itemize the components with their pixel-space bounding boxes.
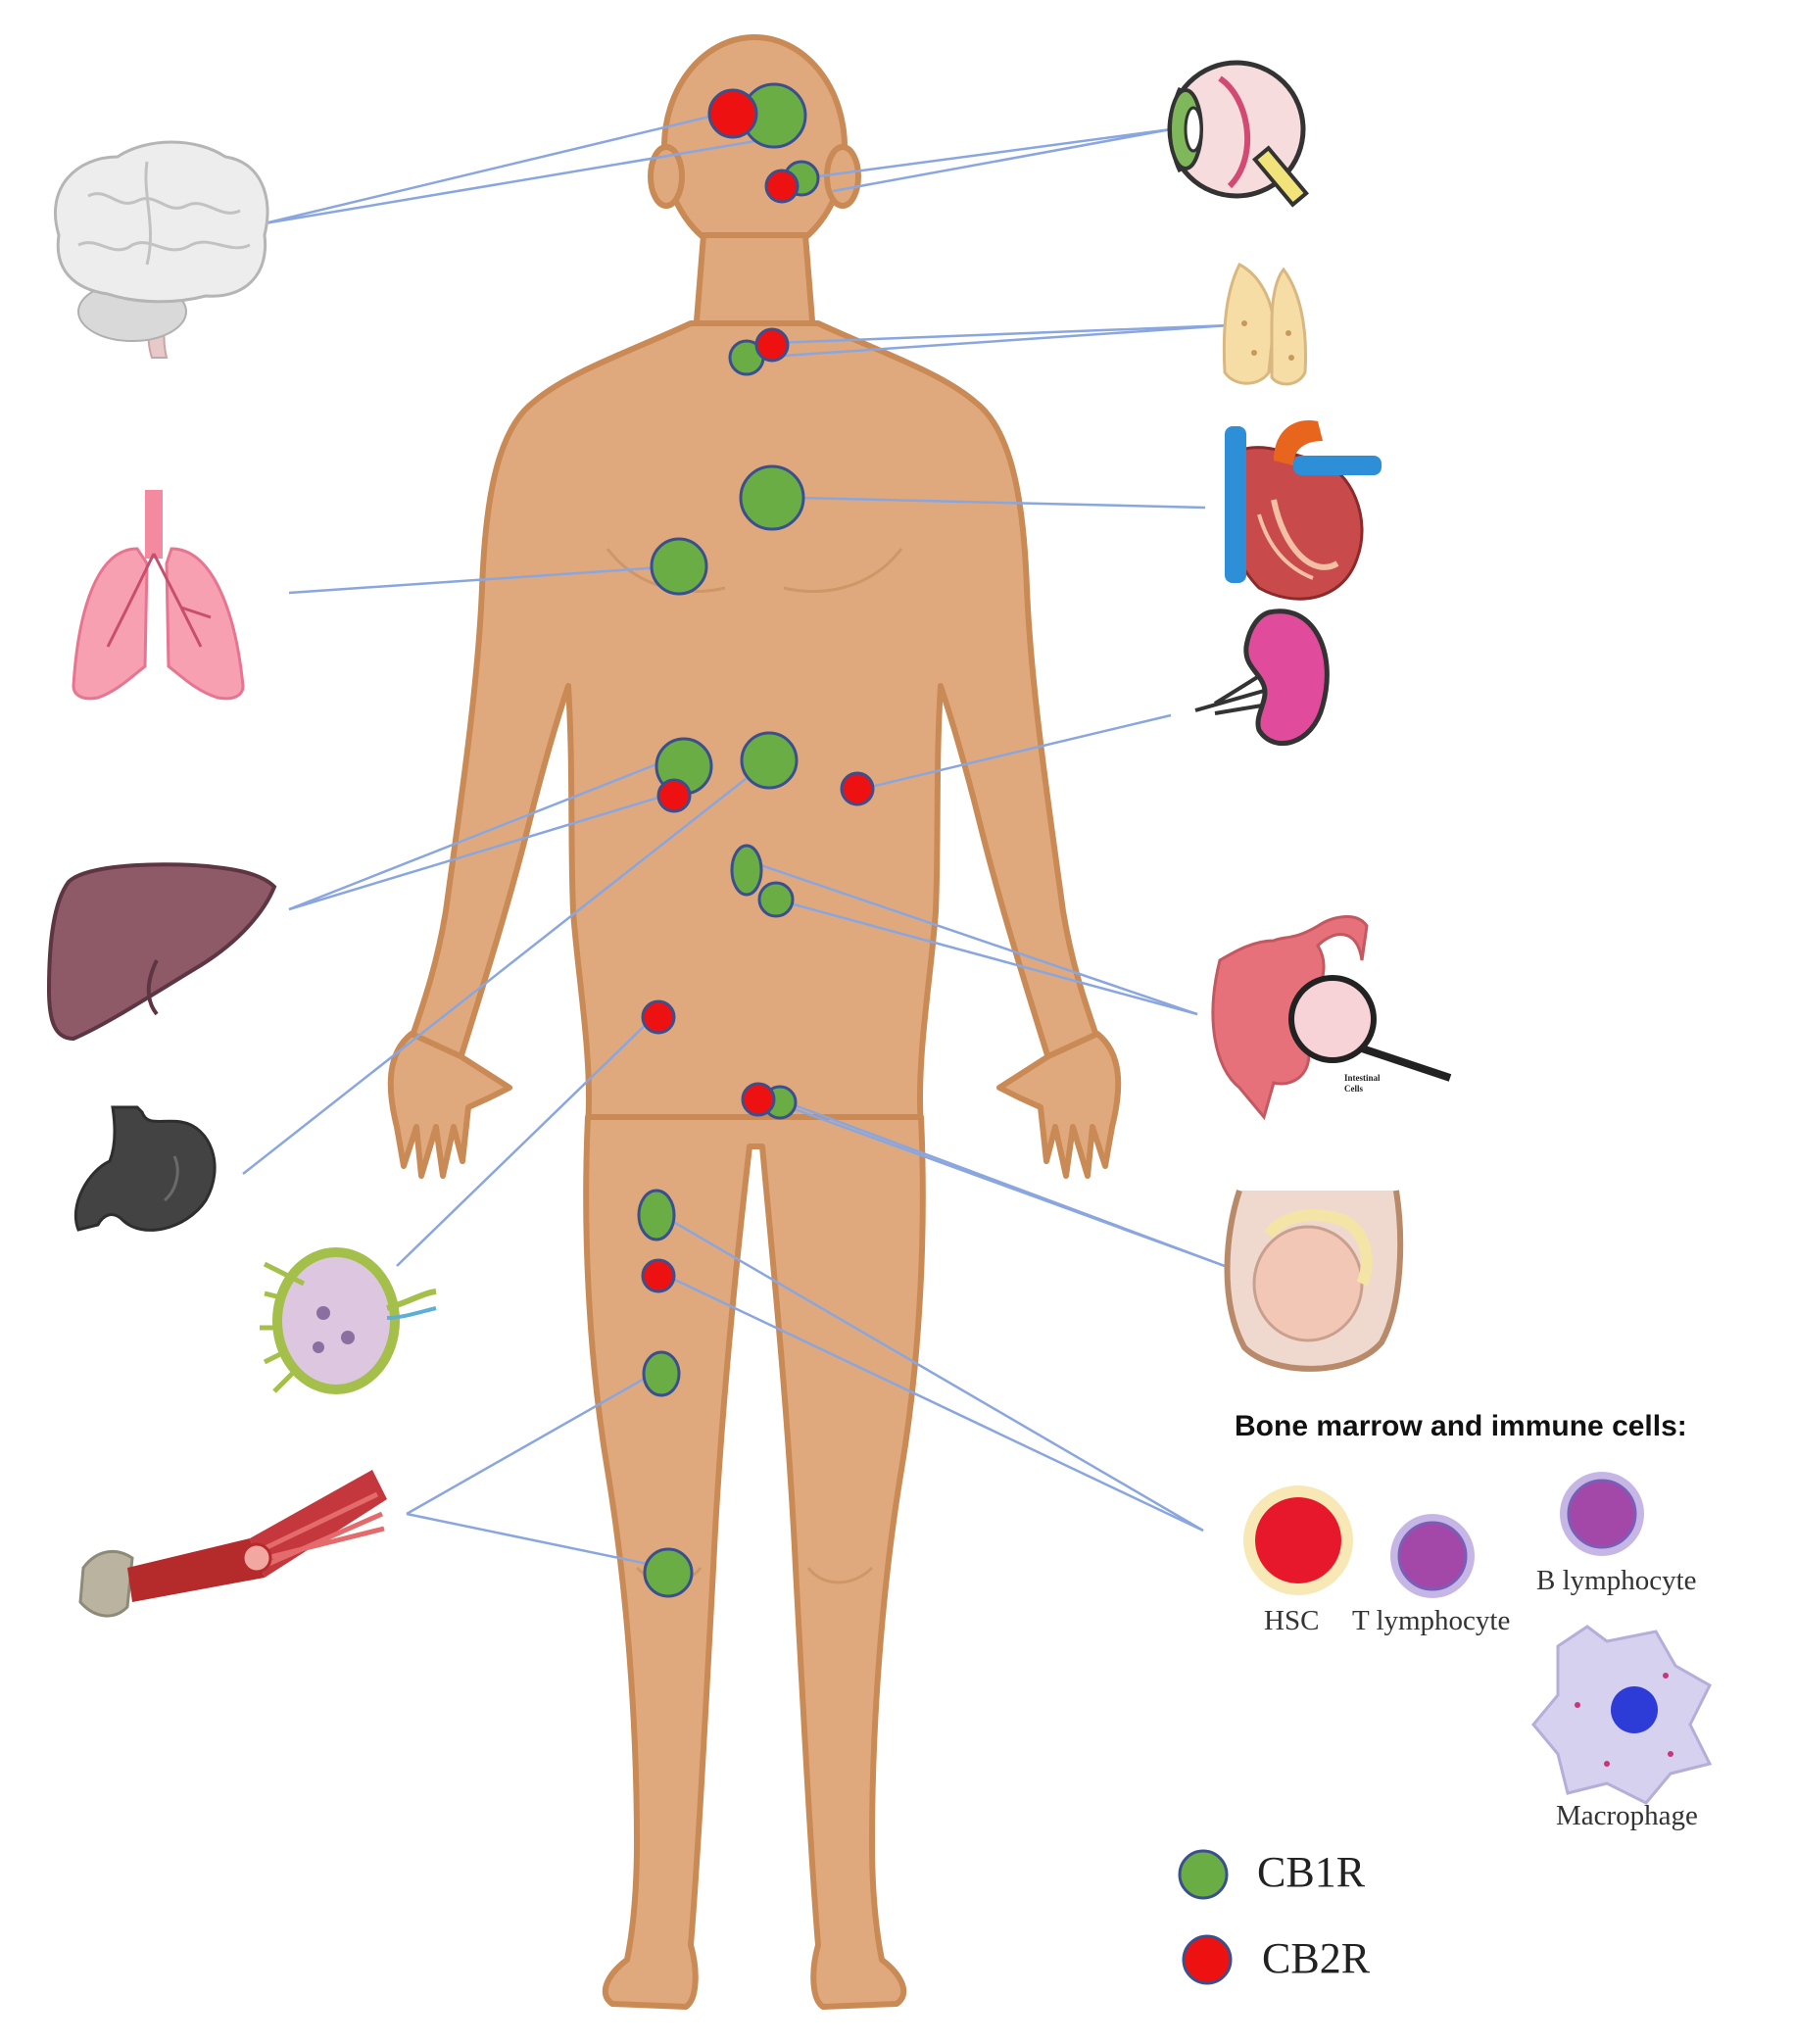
hand-right [996,1031,1122,1179]
cb1r-marker-muscle-thigh [642,1350,681,1397]
intestine-label-line2: Cells [1344,1084,1363,1094]
cb1r-marker-lungs [650,537,708,596]
legend-cb1r-swatch [1178,1849,1229,1900]
thyroid-icon [1222,262,1308,386]
kidney-icon [1194,608,1330,747]
cb1r-marker-intestine-1 [730,844,763,897]
legend-cb2r-label: CB2R [1262,1934,1371,1982]
muscle-bone-icon [78,1470,387,1618]
t-lymphocyte-label: T lymphocyte [1352,1605,1510,1636]
cb2r-marker-thyroid [754,327,790,363]
legs [583,1114,926,2010]
macrophage-label: Macrophage [1556,1800,1698,1831]
cb2r-marker-bone-marrow [641,1258,676,1293]
hand-left [387,1031,512,1179]
receptor-markers [637,82,875,1598]
cb1r-marker-intestine-2 [757,881,795,918]
heart-icon [1225,420,1382,601]
liver-icon [46,862,277,1042]
eye-icon [1167,60,1309,208]
b-lymphocyte-icon [1560,1472,1644,1556]
lungs-icon [72,490,245,701]
head [661,34,848,260]
stomach-icon [73,1105,217,1232]
legend: CB1R CB2R [1178,1848,1371,1985]
cb1r-marker-heart [739,464,805,531]
brain-icon [53,140,269,359]
macrophage-icon [1531,1625,1713,1805]
cb2r-marker-kidney [840,771,875,806]
cb2r-marker-lymph-node [641,999,676,1035]
cb1r-marker-bone-marrow [637,1189,676,1241]
cb1r-marker-muscle-knee [643,1547,694,1598]
intestine-label-line1: Intestinal [1344,1073,1381,1083]
cb2r-marker-testis [741,1082,776,1117]
t-lymphocyte-icon [1390,1514,1475,1598]
legend-cb2r-swatch [1182,1934,1233,1985]
immune-heading: Bone marrow and immune cells: [1235,1410,1687,1442]
cb2r-marker-brain [707,88,758,139]
neck [693,232,816,336]
connector-lines [242,110,1231,1570]
torso [409,320,1100,1130]
ear-left [648,144,685,209]
legend-cb1r-label: CB1R [1257,1848,1366,1896]
lymph-node-icon [260,1247,437,1394]
human-body [387,34,1122,2010]
immune-cells-panel: Bone marrow and immune cells: HSC T lymp… [1235,1410,1713,1831]
intestine-icon: Intestinal Cells [1211,915,1452,1121]
hsc-cell-icon [1243,1485,1353,1595]
cb2r-marker-eye [764,169,800,204]
cb1r-marker-stomach [740,731,799,790]
testis-icon [1224,1190,1404,1372]
cb2r-marker-liver [656,778,692,813]
hsc-label: HSC [1264,1605,1319,1636]
ear-right [824,144,861,209]
b-lymphocyte-label: B lymphocyte [1536,1565,1697,1596]
